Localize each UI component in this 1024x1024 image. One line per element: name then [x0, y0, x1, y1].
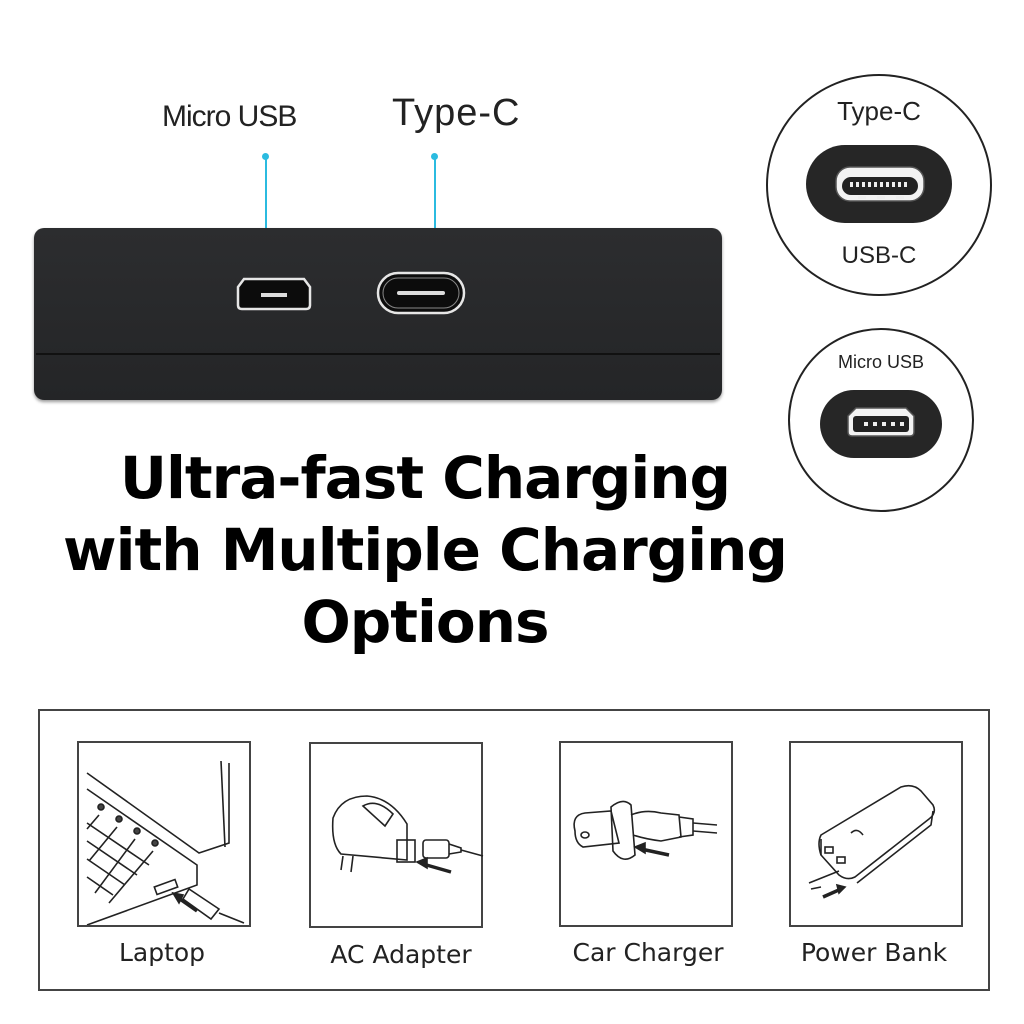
type-c-leader-top-dot [431, 153, 438, 160]
micro-usb-callout-title: Micro USB [837, 352, 924, 372]
headline-line-3: Options [301, 588, 549, 656]
ac-adapter-label: AC Adapter [330, 940, 472, 969]
type-c-callout-title: Type-C [837, 96, 921, 126]
type-c-port-icon [376, 271, 466, 315]
micro-usb-connector-icon [820, 390, 942, 458]
charging-option-power-bank [789, 741, 963, 927]
headline: Ultra-fast Charging with Multiple Chargi… [0, 442, 850, 658]
headline-line-1: Ultra-fast Charging [119, 444, 731, 512]
micro-usb-leader-top-dot [262, 153, 269, 160]
type-c-callout-subtitle: USB-C [841, 242, 917, 269]
charging-option-car-charger [559, 741, 733, 927]
micro-usb-port-icon [236, 277, 312, 311]
headline-line-2: with Multiple Charging [63, 516, 788, 584]
car-charger-label: Car Charger [572, 938, 724, 967]
laptop-label: Laptop [118, 938, 206, 967]
laptop-icon [86, 760, 245, 926]
type-c-port-label: Type-C [392, 92, 521, 134]
power-bank-icon [808, 784, 936, 899]
ac-adapter-icon [331, 795, 484, 874]
charging-option-ac-adapter [309, 742, 484, 928]
charging-option-laptop [77, 741, 251, 927]
charger-device [34, 228, 722, 400]
power-bank-label: Power Bank [800, 938, 948, 967]
micro-usb-leader-line [265, 157, 267, 265]
type-c-leader-line [434, 157, 436, 265]
charger-device-seam [36, 353, 720, 355]
car-charger-icon [573, 800, 718, 860]
type-c-connector-icon [806, 145, 952, 223]
charging-options-panel [38, 709, 990, 991]
micro-usb-port-label: Micro USB [162, 100, 297, 133]
